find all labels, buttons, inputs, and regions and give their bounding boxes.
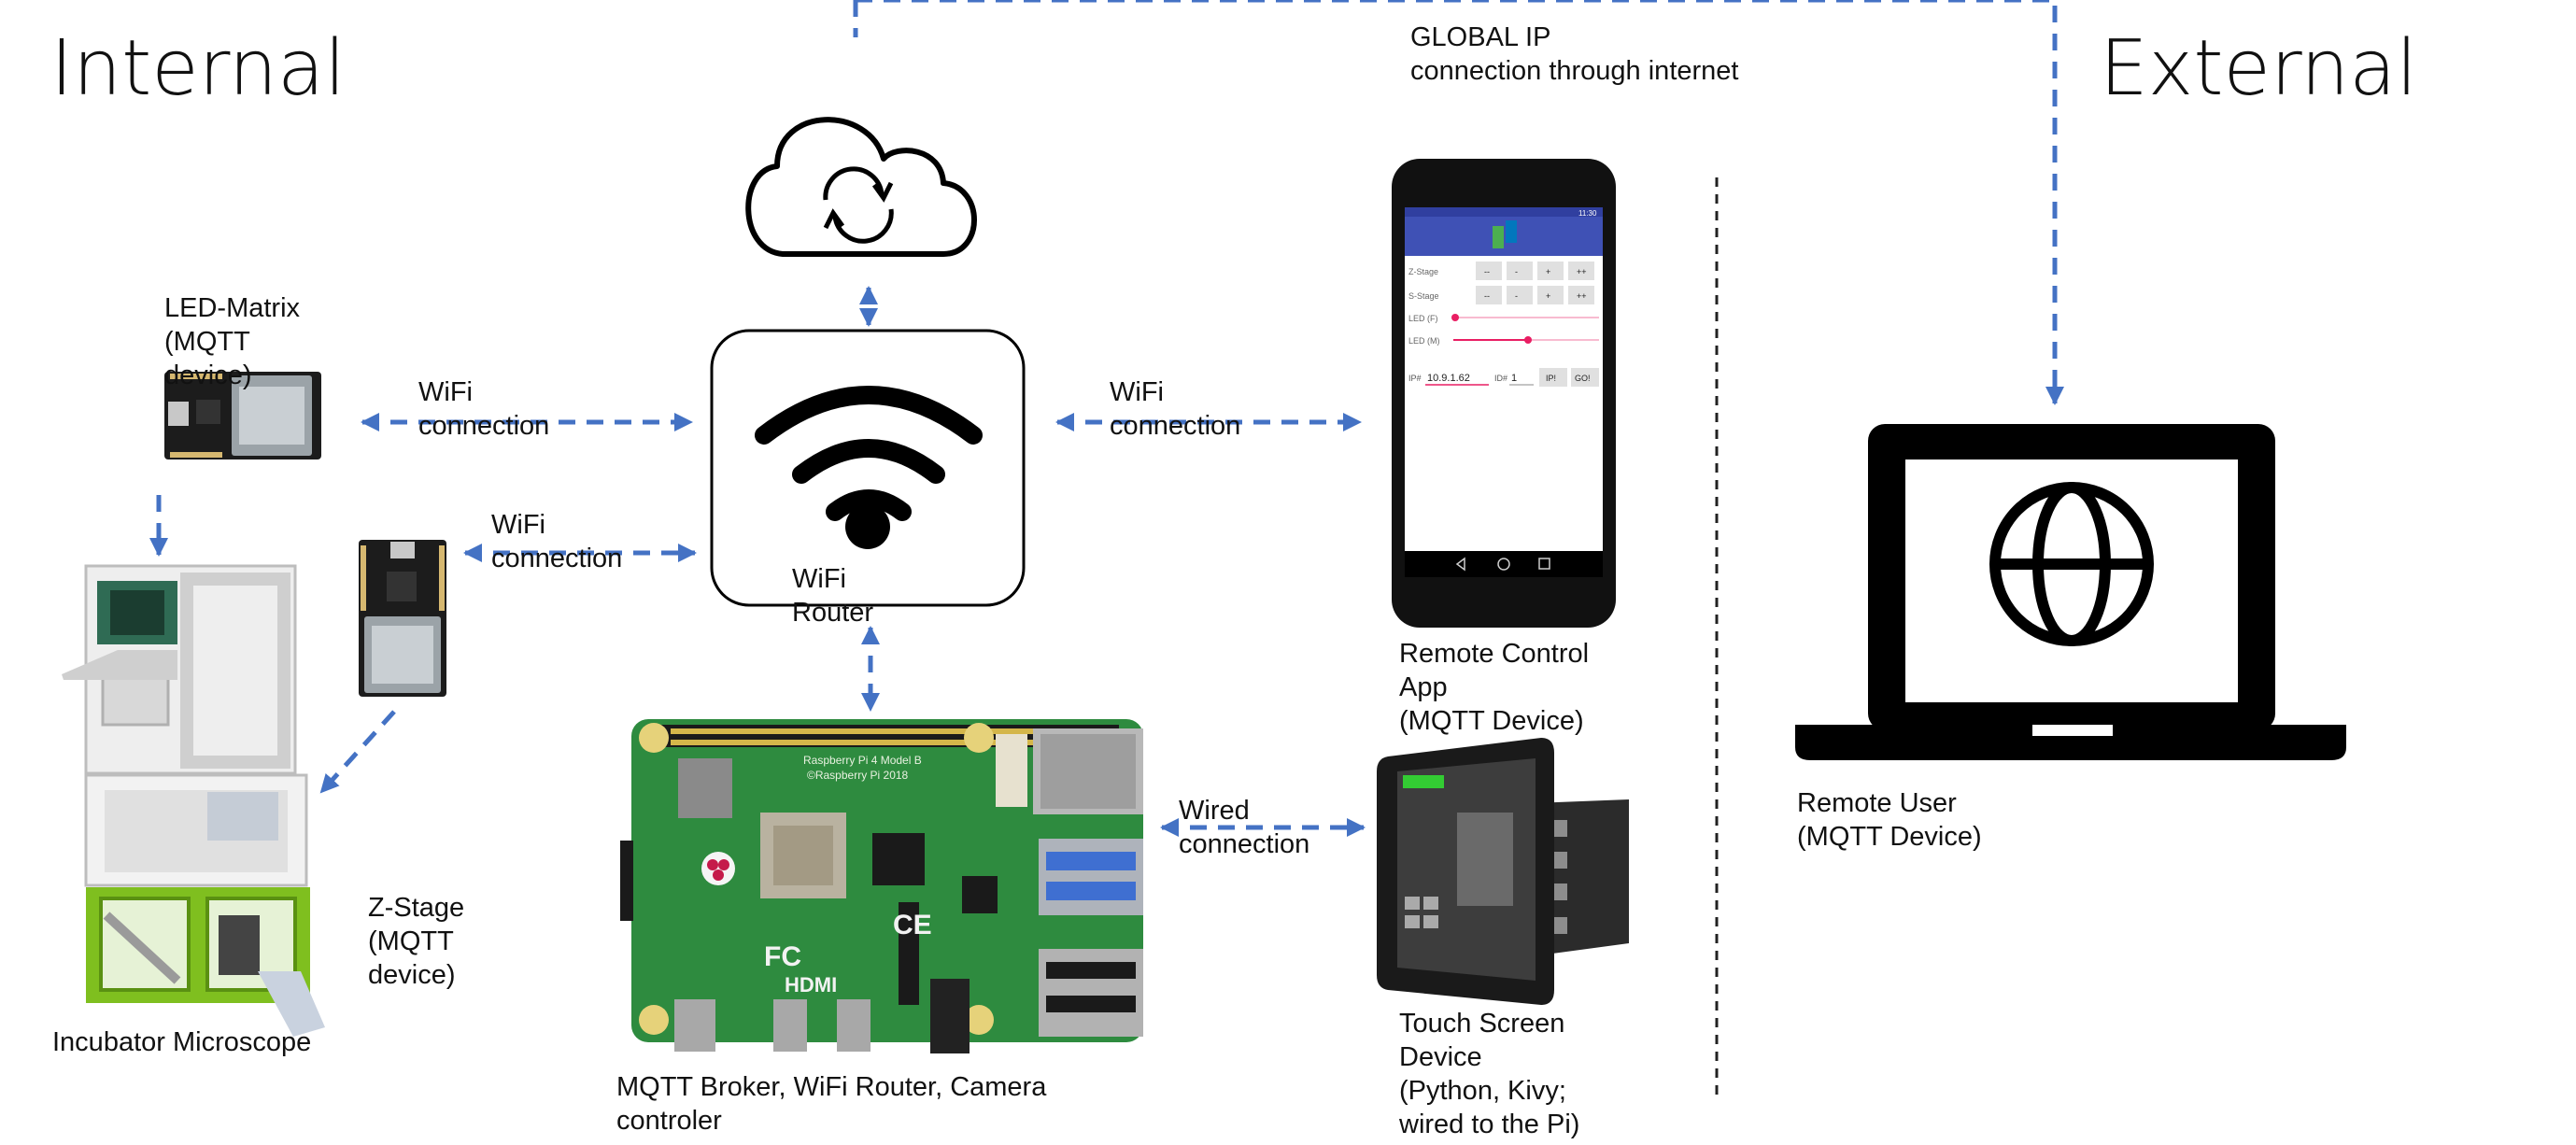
wifi-router-label: WiFi Router: [792, 564, 874, 628]
global-ip-arrow: [853, 0, 2055, 403]
laptop-icon: [1795, 424, 2346, 760]
nav-recent-icon: [1538, 558, 1550, 570]
gpio-pins: [671, 728, 1100, 745]
phone-control-rows: Z-Stage---+++S-Stage---+++LED (F)LED (M): [1408, 262, 1594, 346]
phone-step-button[interactable]: [1537, 262, 1564, 280]
smartphone-image: 11:30 Z-Stage---+++S-Stage---+++LED (F)L…: [1392, 159, 1616, 628]
incubator-microscope-image: [62, 564, 325, 1037]
phone-step-button-label: -: [1515, 291, 1518, 301]
raspberry-pi-board: Raspberry Pi 4 Model B ©Raspberry Pi 201…: [620, 719, 1143, 1053]
touch-screen-image: [1377, 738, 1629, 1005]
phone-step-button-label: -: [1515, 267, 1518, 276]
z-stage-board: [359, 540, 446, 697]
led-matrix-board: [164, 372, 321, 459]
zstage-microscope-arrow: [319, 710, 396, 794]
board-hdmi-text: HDMI: [785, 973, 837, 997]
phone-sliders: [1451, 314, 1599, 344]
phone-go-button-label: GO!: [1575, 374, 1591, 383]
phone-step-button-label: +: [1546, 291, 1550, 301]
internal-heading: Internal: [50, 24, 347, 113]
phone-app-logo-icon: [1493, 220, 1517, 248]
wifi-router-icon: [710, 329, 1026, 607]
phone-step-button-label: --: [1484, 291, 1490, 301]
touch-screen-label: Touch Screen Device (Python, Kivy; wired…: [1399, 1009, 1580, 1139]
phone-id-value: 1: [1511, 373, 1517, 384]
phone-ip-button[interactable]: [1539, 368, 1567, 387]
nav-back-icon: [1455, 557, 1465, 572]
wifi-connection-label-zstage: WiFi connection: [491, 510, 623, 573]
connection-arrows: [149, 0, 2055, 837]
wifi-connection-label-phone: WiFi connection: [1110, 377, 1241, 441]
board-ce-text: CE: [893, 910, 932, 940]
phone-step-button[interactable]: [1507, 286, 1533, 304]
phone-row-label: LED (F): [1408, 314, 1438, 323]
remote-control-app-label: Remote Control App (MQTT Device): [1399, 639, 1590, 736]
phone-row-label: S-Stage: [1408, 291, 1439, 301]
global-ip-label: GLOBAL IP connection through internet: [1410, 22, 1739, 86]
sync-icon: [823, 166, 885, 201]
wired-connection-label: Wired connection: [1179, 796, 1310, 859]
remote-user-label: Remote User (MQTT Device): [1797, 788, 1982, 852]
phone-ip-value: 10.9.1.62: [1427, 373, 1470, 384]
phone-step-button[interactable]: [1507, 262, 1533, 280]
led-matrix-label: LED-Matrix (MQTT device): [164, 293, 301, 390]
incubator-microscope-label: Incubator Microscope: [52, 1027, 312, 1057]
board-copyright-text: ©Raspberry Pi 2018: [807, 769, 909, 782]
phone-step-button[interactable]: [1476, 286, 1502, 304]
globe-icon: [1989, 482, 2154, 646]
external-heading: External: [2100, 24, 2418, 113]
phone-step-button[interactable]: [1476, 262, 1502, 280]
wifi-connection-label-led: WiFi connection: [418, 377, 550, 441]
board-fcc-text: FC: [764, 941, 801, 972]
phone-step-button-label: --: [1484, 267, 1490, 276]
phone-step-button-label: ++: [1577, 267, 1587, 276]
phone-row-label: LED (M): [1408, 336, 1440, 346]
phone-step-button[interactable]: [1537, 286, 1564, 304]
phone-id-label: ID#: [1494, 374, 1507, 383]
cloud-icon: [745, 117, 977, 257]
phone-step-button-label: +: [1546, 267, 1550, 276]
phone-step-button[interactable]: [1568, 286, 1594, 304]
phone-ip-label: IP#: [1408, 374, 1422, 383]
raspberry-logo-icon: [701, 852, 735, 885]
mqtt-broker-label: MQTT Broker, WiFi Router, Camera control…: [616, 1072, 1047, 1136]
phone-step-button-label: ++: [1577, 291, 1587, 301]
nav-home-icon: [1497, 558, 1510, 571]
phone-row-label: Z-Stage: [1408, 267, 1438, 276]
z-stage-label: Z-Stage (MQTT device): [368, 893, 465, 990]
board-model-text: Raspberry Pi 4 Model B: [803, 754, 922, 767]
phone-step-button[interactable]: [1568, 262, 1594, 280]
phone-clock: 11:30: [1578, 209, 1597, 218]
phone-go-button[interactable]: [1571, 368, 1599, 387]
phone-ip-button-label: IP!: [1546, 374, 1556, 383]
